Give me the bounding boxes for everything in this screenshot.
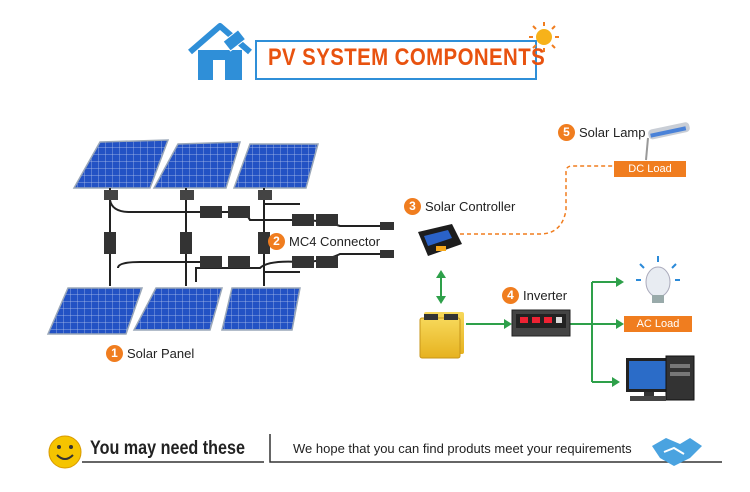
house-icon <box>188 23 252 80</box>
dc-load-tag: DC Load <box>614 161 686 177</box>
page-title: PV SYSTEM COMPONENTS <box>268 44 546 71</box>
label-solar-lamp: 5 Solar Lamp <box>558 124 645 141</box>
bulb-icon <box>636 256 680 303</box>
smiley-icon <box>48 435 82 469</box>
computer-icon <box>626 355 695 401</box>
solar-panel-array <box>46 139 319 335</box>
sun-icon <box>529 22 559 52</box>
solar-panel <box>46 287 144 335</box>
badge-5: 5 <box>558 124 575 141</box>
lamp-icon <box>645 122 690 161</box>
badge-2: 2 <box>268 233 285 250</box>
ac-load-tag: AC Load <box>624 316 692 332</box>
solar-panel <box>132 287 223 331</box>
solar-controller <box>418 224 462 256</box>
battery-icon <box>419 312 464 359</box>
badge-4: 4 <box>502 287 519 304</box>
label-mc4-connector: 2 MC4 Connector <box>268 233 380 250</box>
footer-heading: You may need these <box>90 438 245 459</box>
footer-note: We hope that you can find produts meet y… <box>293 441 632 456</box>
badge-3: 3 <box>404 198 421 215</box>
solar-panel <box>152 141 242 189</box>
badge-1: 1 <box>106 345 123 362</box>
label-text: Inverter <box>523 288 568 303</box>
label-text: Solar Lamp <box>579 125 646 140</box>
inverter-icon <box>511 309 571 337</box>
flow-arrows <box>436 270 624 387</box>
solar-panel <box>232 143 319 189</box>
dc-dashed-line <box>460 165 616 235</box>
label-text: MC4 Connector <box>289 234 381 249</box>
label-solar-panel: 1 Solar Panel <box>106 345 194 362</box>
label-text: Solar Panel <box>127 346 195 361</box>
solar-panel <box>72 139 170 189</box>
label-text: Solar Controller <box>425 199 516 214</box>
label-solar-controller: 3 Solar Controller <box>404 198 515 215</box>
footer-divider <box>269 434 722 463</box>
title-frame <box>255 40 537 80</box>
handshake-icon <box>652 438 702 466</box>
solar-panel <box>221 287 301 331</box>
label-inverter: 4 Inverter <box>502 287 567 304</box>
mc4-connector-set <box>104 190 394 268</box>
